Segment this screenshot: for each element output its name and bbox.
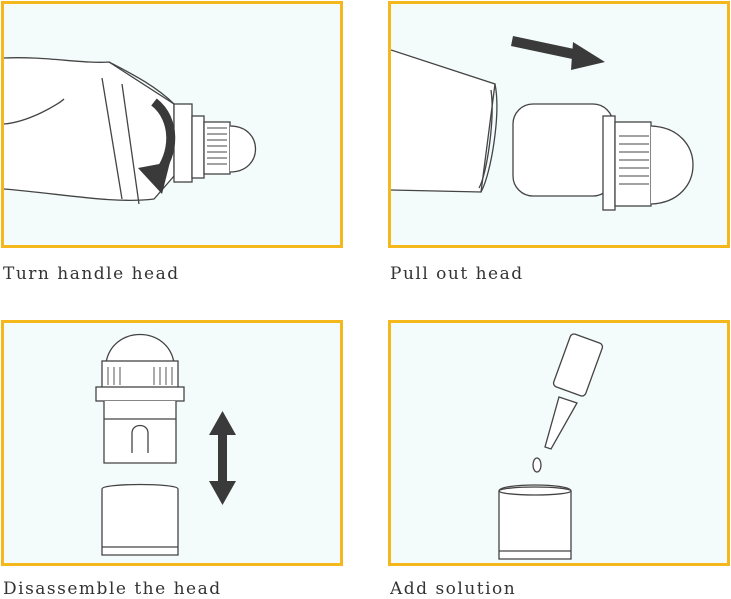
step-3-caption: Disassemble the head <box>3 579 222 599</box>
step-3-illustration-panel <box>1 320 343 566</box>
step-2-caption: Pull out head <box>390 264 524 284</box>
curved-rotate-arrow-icon <box>138 98 176 194</box>
step-2-illustration-panel <box>388 1 730 248</box>
pull-out-head-illustration <box>391 36 694 211</box>
step-1-caption: Turn handle head <box>3 264 180 284</box>
disassemble-head-illustration <box>95 333 236 556</box>
add-solution-illustration <box>498 333 604 560</box>
step-4-caption: Add solution <box>390 579 517 599</box>
double-vertical-arrow-icon <box>209 411 236 505</box>
turn-handle-illustration <box>4 57 256 205</box>
right-arrow-icon <box>511 36 605 70</box>
step-4-illustration-panel <box>388 320 730 566</box>
step-1-illustration-panel <box>1 1 343 248</box>
